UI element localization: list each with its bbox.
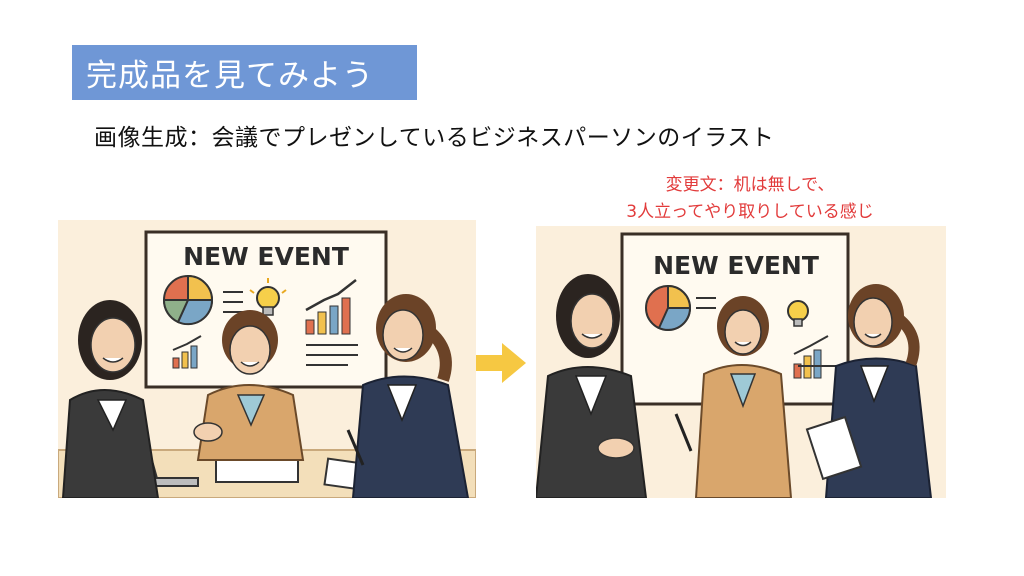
prompt-description: 画像生成：会議でプレゼンしているビジネスパーソンのイラスト	[94, 125, 775, 151]
person-right	[805, 284, 933, 498]
bar-chart-icon	[305, 279, 357, 335]
person-center	[193, 310, 305, 461]
board-title: NEW EVENT	[653, 251, 819, 280]
person-left	[536, 274, 648, 498]
lightbulb-icon	[787, 300, 809, 327]
person-center	[674, 296, 793, 498]
section-title-badge: 完成品を見てみよう	[72, 45, 417, 100]
illustration-before: NEW EVENT	[58, 220, 476, 498]
pie-chart-icon	[162, 274, 214, 326]
person-right	[346, 294, 470, 498]
person-left	[61, 300, 160, 498]
change-note-line1: 変更文：机は無しで、	[665, 175, 835, 195]
notebook	[215, 459, 299, 483]
pie-chart-icon	[645, 284, 692, 331]
board-title: NEW EVENT	[183, 242, 349, 271]
change-note-line2: 3人立ってやり取りしている感じ	[626, 202, 874, 222]
paper	[805, 415, 863, 481]
arrow-right-icon	[476, 343, 526, 383]
illustration-after: NEW EVENT	[536, 226, 946, 498]
section-title: 完成品を見てみよう	[86, 58, 374, 94]
lightbulb-icon	[249, 278, 287, 316]
